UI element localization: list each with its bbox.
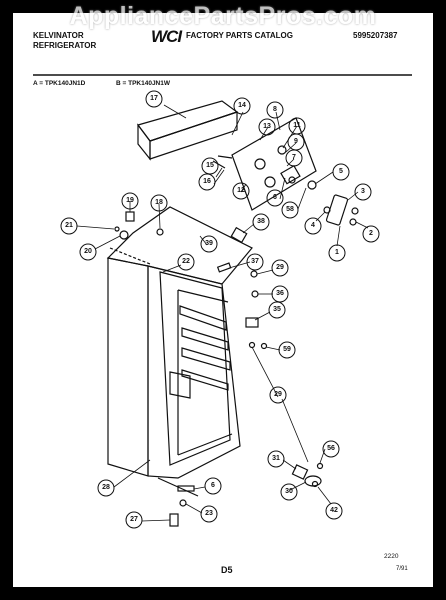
brand-line-1: KELVINATOR xyxy=(33,31,84,40)
callout-11: 11 xyxy=(293,122,301,129)
model-b: B = TPK140JN1W xyxy=(116,80,171,87)
callout-14: 14 xyxy=(238,102,246,109)
callout-36: 36 xyxy=(276,290,284,297)
light-socket xyxy=(325,194,349,226)
watermark: AppliancePartsPros.com xyxy=(69,2,377,30)
screw-18 xyxy=(156,228,164,236)
shelf-rail-3 xyxy=(181,347,231,371)
callout-35: 35 xyxy=(273,306,281,313)
bracket-37 xyxy=(216,262,232,273)
callout-13: 13 xyxy=(263,123,271,130)
catalog-number: 5995207387 xyxy=(353,31,398,40)
shelf-rail-2 xyxy=(181,327,229,351)
callout-30: 30 xyxy=(285,488,293,495)
wci-logo: WCI xyxy=(151,27,182,46)
callout-4: 4 xyxy=(311,222,315,229)
callout-9: 9 xyxy=(294,138,298,145)
callout-20: 20 xyxy=(84,248,92,255)
callout-42: 42 xyxy=(330,507,338,514)
hinge-38 xyxy=(230,226,248,244)
callout-37: 37 xyxy=(251,258,259,265)
bottom-hinge-31 xyxy=(291,464,309,480)
brand-line-2: REFRIGERATOR xyxy=(33,41,97,50)
plug-20 xyxy=(119,230,129,240)
callout-21: 21 xyxy=(65,222,73,229)
screw-42 xyxy=(311,480,319,488)
callout-38: 38 xyxy=(257,218,265,225)
shelf-rail-1 xyxy=(179,305,227,331)
callout-7: 7 xyxy=(292,154,296,161)
callout-18: 18 xyxy=(155,199,163,206)
bulb-4 xyxy=(323,206,331,214)
cabinet-front-edge xyxy=(147,265,241,479)
callout-16: 16 xyxy=(203,178,211,185)
model-a: A = TPK140JN1D xyxy=(33,80,86,87)
callout-29-bottom: 29 xyxy=(274,391,282,398)
callout-15: 15 xyxy=(206,162,214,169)
callout-39: 39 xyxy=(205,240,213,247)
liner-inner-top xyxy=(177,289,229,303)
page-code: D5 xyxy=(221,565,233,575)
callout-58: 58 xyxy=(286,206,294,213)
callout-3: 3 xyxy=(361,188,365,195)
part-35 xyxy=(245,317,259,328)
drawing-number: 2220 xyxy=(384,553,399,560)
callout-6-bottom: 6 xyxy=(211,482,215,489)
callout-28: 28 xyxy=(102,484,110,491)
callout-27: 27 xyxy=(130,516,138,523)
callout-8: 8 xyxy=(273,106,277,113)
drip-tray xyxy=(169,371,191,399)
thermostat xyxy=(280,164,301,185)
callout-22: 22 xyxy=(182,258,190,265)
callout-56: 56 xyxy=(327,445,335,452)
callout-2: 2 xyxy=(369,230,373,237)
callout-circles xyxy=(60,90,380,529)
callout-29-top: 29 xyxy=(276,264,284,271)
knob-5 xyxy=(307,180,317,190)
callout-31: 31 xyxy=(272,455,280,462)
callout-59: 59 xyxy=(283,346,291,353)
catalog-title: FACTORY PARTS CATALOG xyxy=(186,31,293,40)
callout-5: 5 xyxy=(339,168,343,175)
revision-date: 7/91 xyxy=(396,566,408,572)
liner-opening xyxy=(159,271,231,466)
callout-6: 6 xyxy=(273,194,277,201)
callout-23: 23 xyxy=(205,510,213,517)
callout-1: 1 xyxy=(335,249,339,256)
callout-12: 12 xyxy=(237,187,245,194)
panel-hole-a xyxy=(254,158,266,170)
leg-6 xyxy=(177,485,195,492)
callout-19: 19 xyxy=(126,197,134,204)
callout-17: 17 xyxy=(150,95,158,102)
